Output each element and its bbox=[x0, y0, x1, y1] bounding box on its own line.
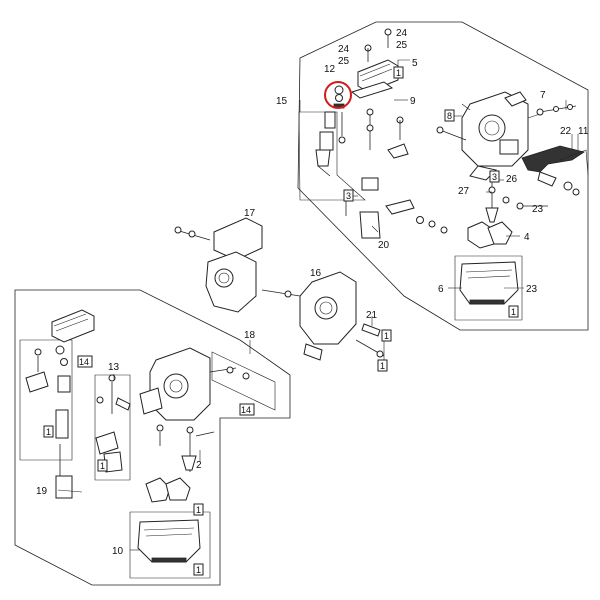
boxed-callout-1-top: 1 bbox=[393, 66, 404, 79]
callout-19: 19 bbox=[36, 486, 48, 497]
svg-text:1: 1 bbox=[511, 307, 516, 317]
pin-8 bbox=[436, 126, 467, 141]
callout-21: 21 bbox=[366, 310, 378, 321]
jet-assembly-15 bbox=[315, 85, 346, 177]
svg-text:1: 1 bbox=[196, 565, 201, 575]
needle-jet-holder-3-20 bbox=[359, 108, 409, 239]
callout-9: 9 bbox=[410, 96, 416, 107]
callout-23: 23 bbox=[532, 204, 544, 215]
screw-23-upper bbox=[516, 202, 548, 210]
screw-7 bbox=[536, 104, 577, 116]
choke-link-21 bbox=[361, 323, 381, 337]
callout-12: 12 bbox=[324, 64, 336, 75]
callout-26: 26 bbox=[506, 174, 518, 185]
callout-7: 7 bbox=[540, 90, 546, 101]
callout-2: 2 bbox=[196, 460, 202, 471]
callout-25: 25 bbox=[338, 56, 350, 67]
needle-26-27 bbox=[485, 176, 510, 223]
throttle-lever-11-22 bbox=[521, 145, 589, 196]
float-bowl-box-upper bbox=[454, 255, 523, 321]
svg-text:14: 14 bbox=[241, 405, 251, 415]
jet-parts-13 bbox=[95, 374, 131, 473]
boxed-callout-1-center-b: 1 bbox=[377, 359, 388, 372]
svg-text:1: 1 bbox=[46, 427, 51, 437]
boxed-callout-1-left: 1 bbox=[43, 425, 54, 438]
boxed-callout-8: 8 bbox=[444, 109, 455, 122]
upper-right-group-outline bbox=[297, 21, 589, 331]
boxed-callout-1-mid: 1 bbox=[97, 459, 108, 472]
callout-16: 16 bbox=[310, 268, 322, 279]
float-bowl-lower-10 bbox=[137, 519, 201, 563]
callout-27: 27 bbox=[458, 186, 470, 197]
callout-25b: 25 bbox=[396, 40, 408, 51]
carb-body-lower bbox=[139, 347, 250, 421]
svg-text:1: 1 bbox=[396, 68, 401, 78]
svg-text:3: 3 bbox=[492, 172, 497, 182]
callout-22: 22 bbox=[560, 126, 572, 137]
float-4 bbox=[467, 221, 513, 249]
svg-text:1: 1 bbox=[100, 461, 105, 471]
highlight-ring bbox=[324, 81, 352, 109]
float-bowl-box-lower bbox=[129, 511, 211, 579]
leader-lines bbox=[57, 59, 579, 551]
callout-24: 24 bbox=[338, 44, 350, 55]
callout-5: 5 bbox=[412, 58, 418, 69]
callout-10: 10 bbox=[112, 546, 124, 557]
carb-body-16 bbox=[299, 271, 385, 361]
boxed-callout-3-mid: 3 bbox=[343, 189, 354, 202]
needle-lower-2 bbox=[156, 424, 215, 472]
callout-18: 18 bbox=[244, 330, 256, 341]
gasket-9 bbox=[350, 81, 394, 99]
callout-6: 6 bbox=[438, 284, 444, 295]
callout-13: 13 bbox=[108, 362, 120, 373]
float-bowl-upper bbox=[459, 261, 519, 305]
boxed-callout-1-lower-bowl: 1 bbox=[193, 503, 204, 516]
svg-text:14: 14 bbox=[79, 357, 89, 367]
boxed-callout-14-link: 14 bbox=[239, 403, 255, 416]
callout-11: 11 bbox=[578, 126, 589, 137]
svg-text:1: 1 bbox=[380, 361, 385, 371]
lower-left-group-outline bbox=[14, 289, 291, 586]
screw-24-25 bbox=[364, 28, 392, 62]
callout-20: 20 bbox=[378, 240, 390, 251]
boxed-callout-1-bowl: 1 bbox=[508, 305, 519, 318]
svg-text:1: 1 bbox=[196, 505, 201, 515]
svg-text:1: 1 bbox=[384, 331, 389, 341]
top-cover-5 bbox=[357, 59, 399, 93]
svg-text:8: 8 bbox=[447, 111, 452, 121]
boxed-callout-1-center: 1 bbox=[381, 329, 392, 342]
choke-plunger-parts bbox=[345, 196, 448, 234]
carb-body-17 bbox=[174, 217, 301, 313]
lower-mid-sub-outline bbox=[94, 374, 131, 481]
callout-4: 4 bbox=[524, 232, 530, 243]
choke-link-box bbox=[211, 351, 276, 411]
callout-17: 17 bbox=[244, 208, 256, 219]
carb-body-upper-right bbox=[461, 91, 541, 181]
callout-23b: 23 bbox=[526, 284, 538, 295]
lower-left-sub-outline bbox=[19, 339, 73, 461]
callout-24b: 24 bbox=[396, 28, 408, 39]
boxed-callout-3-upper: 3 bbox=[489, 170, 500, 183]
top-cover-lower bbox=[51, 309, 95, 343]
lower-left-parts-19 bbox=[25, 345, 73, 499]
float-lower bbox=[145, 477, 191, 503]
svg-text:3: 3 bbox=[346, 191, 351, 201]
boxed-callout-1-lower-bottom: 1 bbox=[193, 563, 204, 576]
callout-15: 15 bbox=[276, 96, 288, 107]
boxed-callout-14-left: 14 bbox=[77, 355, 93, 368]
